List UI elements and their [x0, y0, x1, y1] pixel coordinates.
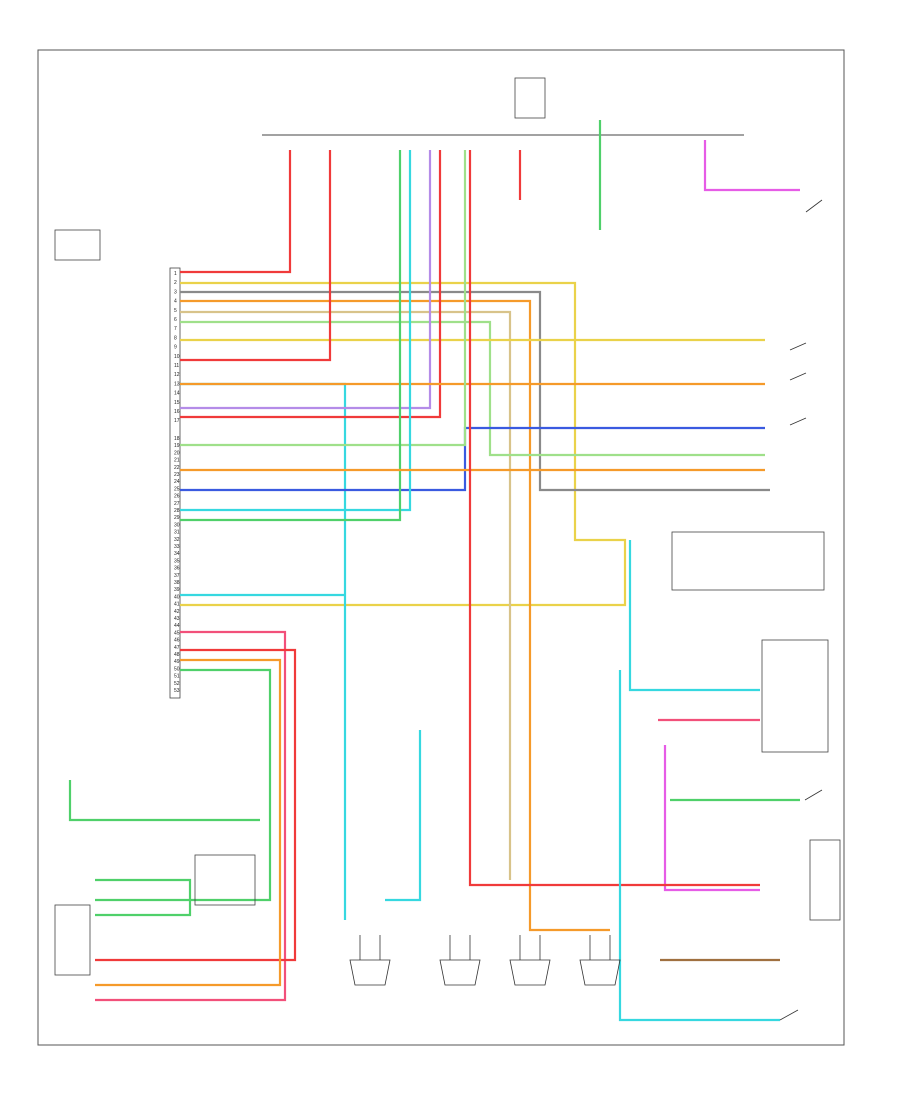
pin-number: 37 — [174, 573, 180, 579]
pin-number: 50 — [174, 666, 180, 672]
wire — [95, 658, 282, 987]
pin-number: 2 — [174, 280, 177, 286]
pin-number: 18 — [174, 436, 180, 442]
pin-number: 28 — [174, 508, 180, 514]
pin-number: 36 — [174, 566, 180, 572]
pin-number: 41 — [174, 602, 180, 608]
wire — [95, 630, 287, 1002]
pin-number: 16 — [174, 409, 180, 415]
module-pin-labels: 1234567891011121314151617181920212223242… — [174, 271, 180, 694]
pin-number: 21 — [174, 458, 180, 464]
pin-number: 19 — [174, 443, 180, 449]
pin-number: 31 — [174, 530, 180, 536]
wire — [180, 150, 432, 410]
wire — [180, 382, 347, 920]
pin-number: 4 — [174, 299, 177, 305]
brake-fluid-level-switch — [194, 854, 256, 906]
ebcm-connector — [169, 267, 181, 699]
wire — [180, 281, 627, 607]
wire — [180, 299, 610, 932]
wire — [703, 140, 800, 192]
pin-number: 22 — [174, 465, 180, 471]
wire — [180, 310, 512, 880]
wire — [180, 150, 412, 512]
pin-number: 5 — [174, 308, 177, 314]
pin-number: 42 — [174, 609, 180, 615]
pin-number: 48 — [174, 652, 180, 658]
right-switches — [779, 199, 823, 1021]
wheel-speed-sensor — [579, 935, 621, 986]
pin-number: 8 — [174, 335, 177, 341]
brake-pressure-sensor — [54, 229, 101, 261]
pin-number: 47 — [174, 645, 180, 651]
wire — [180, 150, 332, 362]
wire — [95, 668, 272, 902]
pin-number: 23 — [174, 472, 180, 478]
wire — [180, 150, 292, 274]
wire — [95, 878, 192, 917]
wire — [68, 780, 260, 822]
wheel-speed-sensors — [349, 935, 621, 986]
pin-number: 52 — [174, 681, 180, 687]
pin-number: 14 — [174, 391, 180, 397]
pin-number: 51 — [174, 674, 180, 680]
pin-number: 49 — [174, 659, 180, 665]
pin-number: 39 — [174, 587, 180, 593]
pin-number: 26 — [174, 494, 180, 500]
pin-number: 11 — [174, 363, 179, 369]
wire — [180, 150, 402, 522]
pin-number: 43 — [174, 616, 180, 622]
pin-number: 35 — [174, 558, 180, 564]
pin-number: 15 — [174, 400, 180, 406]
pin-number: 45 — [174, 630, 180, 636]
wheel-speed-sensor — [349, 935, 391, 986]
relay-box — [514, 77, 546, 119]
pin-number: 13 — [174, 381, 180, 387]
pin-number: 1 — [174, 271, 177, 277]
wire-harness — [68, 120, 800, 1022]
pin-number: 30 — [174, 522, 180, 528]
pin-number: 20 — [174, 450, 180, 456]
pin-number: 34 — [174, 551, 180, 557]
pin-number: 25 — [174, 486, 180, 492]
wire — [180, 320, 765, 457]
pin-number: 7 — [174, 326, 177, 332]
stoplamp-switch — [809, 839, 841, 921]
diagram-frame — [37, 49, 845, 1046]
wire — [618, 670, 780, 1022]
pin-number: 40 — [174, 594, 180, 600]
pin-number: 12 — [174, 372, 180, 378]
pin-number: 6 — [174, 317, 177, 323]
wire — [180, 150, 442, 419]
pin-number: 46 — [174, 638, 180, 644]
wire — [180, 150, 467, 447]
brake-pressure-modulator — [54, 904, 91, 976]
yaw-rate-sensor — [761, 639, 829, 753]
pin-number: 17 — [174, 418, 180, 424]
wire — [180, 426, 765, 492]
wire — [628, 540, 760, 692]
pin-number: 9 — [174, 345, 177, 351]
pin-number: 29 — [174, 515, 180, 521]
wheel-speed-sensor — [509, 935, 551, 986]
pin-number: 32 — [174, 537, 180, 543]
pin-number: 44 — [174, 623, 180, 629]
pin-number: 27 — [174, 501, 180, 507]
pin-number: 53 — [174, 688, 180, 694]
steering-angle-sensor — [671, 531, 825, 591]
wire — [385, 730, 422, 902]
pin-number: 3 — [174, 289, 177, 295]
pin-number: 24 — [174, 479, 180, 485]
pin-number: 38 — [174, 580, 180, 586]
wire — [663, 745, 760, 892]
wire — [468, 150, 760, 887]
pin-number: 33 — [174, 544, 180, 550]
wheel-speed-sensor — [439, 935, 481, 986]
pin-number: 10 — [174, 354, 180, 360]
wire — [95, 648, 297, 962]
wire — [180, 290, 770, 492]
